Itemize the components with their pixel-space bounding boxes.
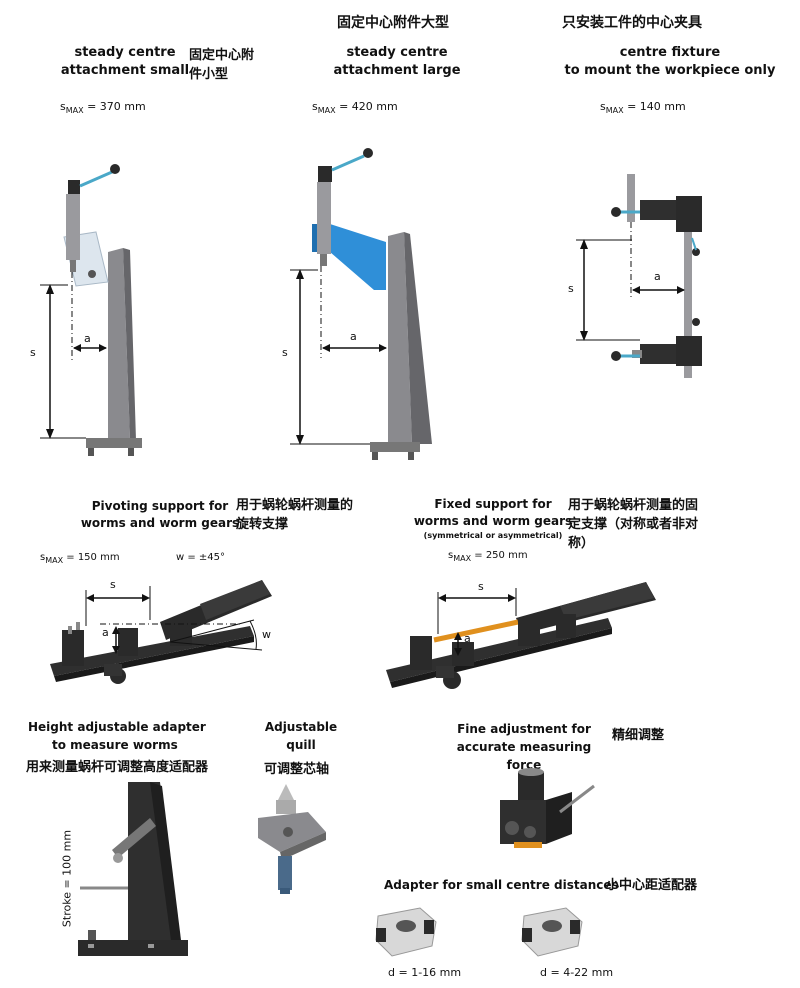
pivoting-dim-a: a [102,626,109,639]
large-handle [331,154,365,172]
small-centre-cn: 小中心距适配器 [606,878,698,893]
large-dim-s: s [282,346,288,359]
small-dim-s: s [30,346,36,359]
height-adapter-line1: Height adjustable adapter [28,720,206,734]
fine-body [500,800,546,844]
large-attachment-title: steady centre attachment large [317,44,477,80]
height-adapter-title: Height adjustable adapter to measure wor… [28,718,206,754]
quill-title-line1: Adjustable [264,720,338,734]
pivoting-title-line1: Pivoting support for [91,499,229,513]
fixed-title: Fixed support for worms and worm gears (… [408,496,578,541]
small-title-line2: attachment small [60,63,190,78]
fixed-worm [433,619,519,643]
fixed-dim-a: a [464,632,471,645]
fixture-rod [684,196,692,378]
quill-title-line2: quill [286,738,316,752]
small-attachment-cn: 固定中心附 件小型 [189,46,254,84]
fixed-dim-s: s [478,580,484,593]
height-adapter-base [78,940,188,956]
adapter-2-range: d = 4-22 mm [540,966,614,979]
fixture-dim-s: s [568,282,574,295]
small-base [86,438,142,448]
fixed-smax: sMAX = 250 mm [448,550,528,563]
adapter-1-range: d = 1-16 mm [388,966,462,979]
pivoting-angle: w = ±45° [176,552,226,563]
small-column [108,248,130,440]
small-attachment-title: steady centre attachment small [55,44,195,80]
pivoting-title: Pivoting support for worms and worm gear… [70,498,250,532]
pivoting-cn: 用于蜗轮蜗杆测量的 旋转支撑 [236,496,353,534]
large-title-line2: attachment large [333,63,461,78]
fixed-title-line2: worms and worm gears [413,514,573,528]
fixed-title-line1: Fixed support for [434,497,552,511]
large-smax: sMAX = 420 mm [312,100,398,116]
fixed-title-line3: (symmetrical or asymmetrical) [423,531,563,540]
height-adapter-line2: to measure worms [52,738,178,752]
fixture-cn: 只安装工件的中心夹具 [562,15,702,31]
small-handle [79,170,113,188]
fixture-title-line1: centre fixture [619,45,721,60]
large-title-line1: steady centre [346,45,448,60]
pivoting-title-line2: worms and worm gears [80,516,240,530]
fixture-dim-a: a [654,270,661,283]
pivoting-rail [50,626,254,676]
pivoting-cn-line1: 用于蜗轮蜗杆测量的 [236,498,354,513]
fixture-smax: sMAX = 140 mm [600,100,686,116]
fixed-cn-line3: 称） [568,536,595,551]
pivoting-cn-line2: 旋转支撑 [236,517,289,532]
fine-cn: 精细调整 [612,728,665,743]
small-dim-a: a [84,332,91,345]
quill-cn: 可调整芯轴 [264,762,330,777]
small-cn-line2: 件小型 [189,67,229,82]
small-centre-title: Adapter for small centre distances [384,878,619,892]
fixed-cn-line2: 定支撑（对称或者非对 [568,517,699,532]
small-title-line1: steady centre [74,45,176,60]
pivoting-dim-w: w [262,628,271,641]
quill-shaft [278,856,292,890]
fixture-title: centre fixture to mount the workpiece on… [560,44,780,80]
fine-title: Fine adjustment for accurate measuring f… [444,720,604,774]
fixed-cn: 用于蜗轮蜗杆测量的固 定支撑（对称或者非对 称） [568,496,698,553]
small-smax: sMAX = 370 mm [60,100,146,116]
pivoting-smax: sMAX = 150 mm [40,552,120,565]
large-attachment-cn: 固定中心附件大型 [337,15,449,31]
fixture-title-line2: to mount the workpiece only [564,63,776,78]
height-adapter-cn: 用来测量蜗杆可调整高度适配器 [26,760,209,775]
fine-title-line1: Fine adjustment for [457,722,591,736]
large-base [370,442,420,452]
fixed-cn-line1: 用于蜗轮蜗杆测量的固 [568,498,699,513]
quill-title: Adjustable quill [256,718,346,754]
large-dim-a: a [350,330,357,343]
small-cn-line1: 固定中心附 [189,48,255,63]
pivoting-dim-s: s [110,578,116,591]
